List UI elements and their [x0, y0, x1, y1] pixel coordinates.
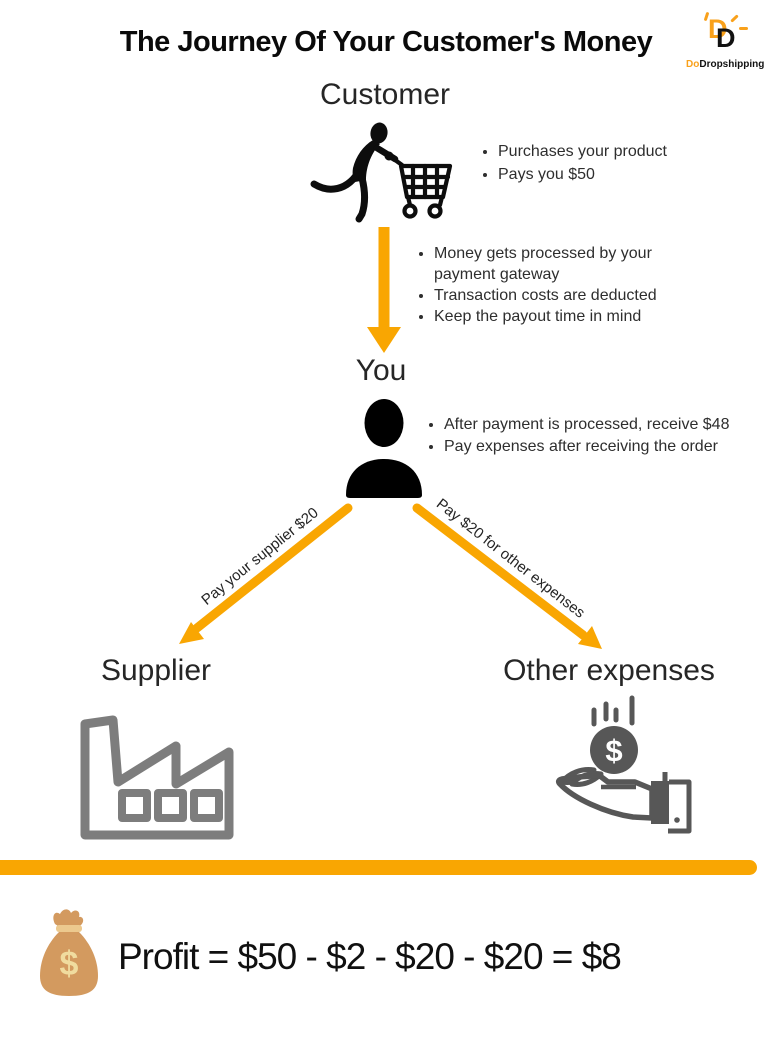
bullet-item: Pay expenses after receiving the order — [444, 436, 768, 458]
svg-text:$: $ — [60, 945, 79, 983]
customer-bullets: Purchases your product Pays you $50 — [480, 140, 728, 186]
arrow-to-supplier-icon — [179, 503, 353, 644]
accent-divider — [0, 860, 757, 875]
page-title: The Journey Of Your Customer's Money — [119, 26, 653, 58]
payment-arrows — [179, 503, 602, 649]
money-bag-icon: $ — [40, 909, 98, 996]
bullet-item: Transaction costs are deducted — [434, 285, 674, 306]
factory-icon — [80, 715, 234, 840]
logo-wordmark: DoDropshipping — [686, 59, 765, 70]
bullet-item: Keep the payout time in mind — [434, 306, 674, 327]
bullet-item: Money gets processed by your payment gat… — [434, 243, 674, 285]
hand-receiving-money-icon: $ — [555, 695, 692, 834]
gateway-bullets: Money gets processed by your payment gat… — [416, 243, 674, 327]
down-arrow-icon — [367, 227, 401, 353]
you-bullets: After payment is processed, receive $48 … — [426, 414, 768, 458]
arrow-to-other-expenses-icon — [412, 503, 602, 649]
logo-d-icon: D D — [686, 11, 766, 58]
brand-logo: D D DoDropshipping — [686, 11, 766, 70]
you-heading: You — [355, 354, 407, 387]
logo-ray-icon — [739, 27, 748, 30]
bullet-item: After payment is processed, receive $48 — [444, 414, 768, 436]
logo-ray-icon — [730, 14, 739, 23]
other-expenses-heading: Other expenses — [503, 654, 715, 687]
customer-heading: Customer — [319, 78, 451, 111]
bullet-item: Pays you $50 — [498, 163, 728, 186]
supplier-heading: Supplier — [100, 654, 212, 687]
profit-formula: Profit = $50 - $2 - $20 - $20 = $8 — [118, 936, 622, 977]
svg-text:$: $ — [605, 733, 622, 768]
bullet-item: Purchases your product — [498, 140, 728, 163]
person-icon — [346, 399, 422, 498]
person-pushing-shopping-cart-icon — [310, 122, 453, 223]
